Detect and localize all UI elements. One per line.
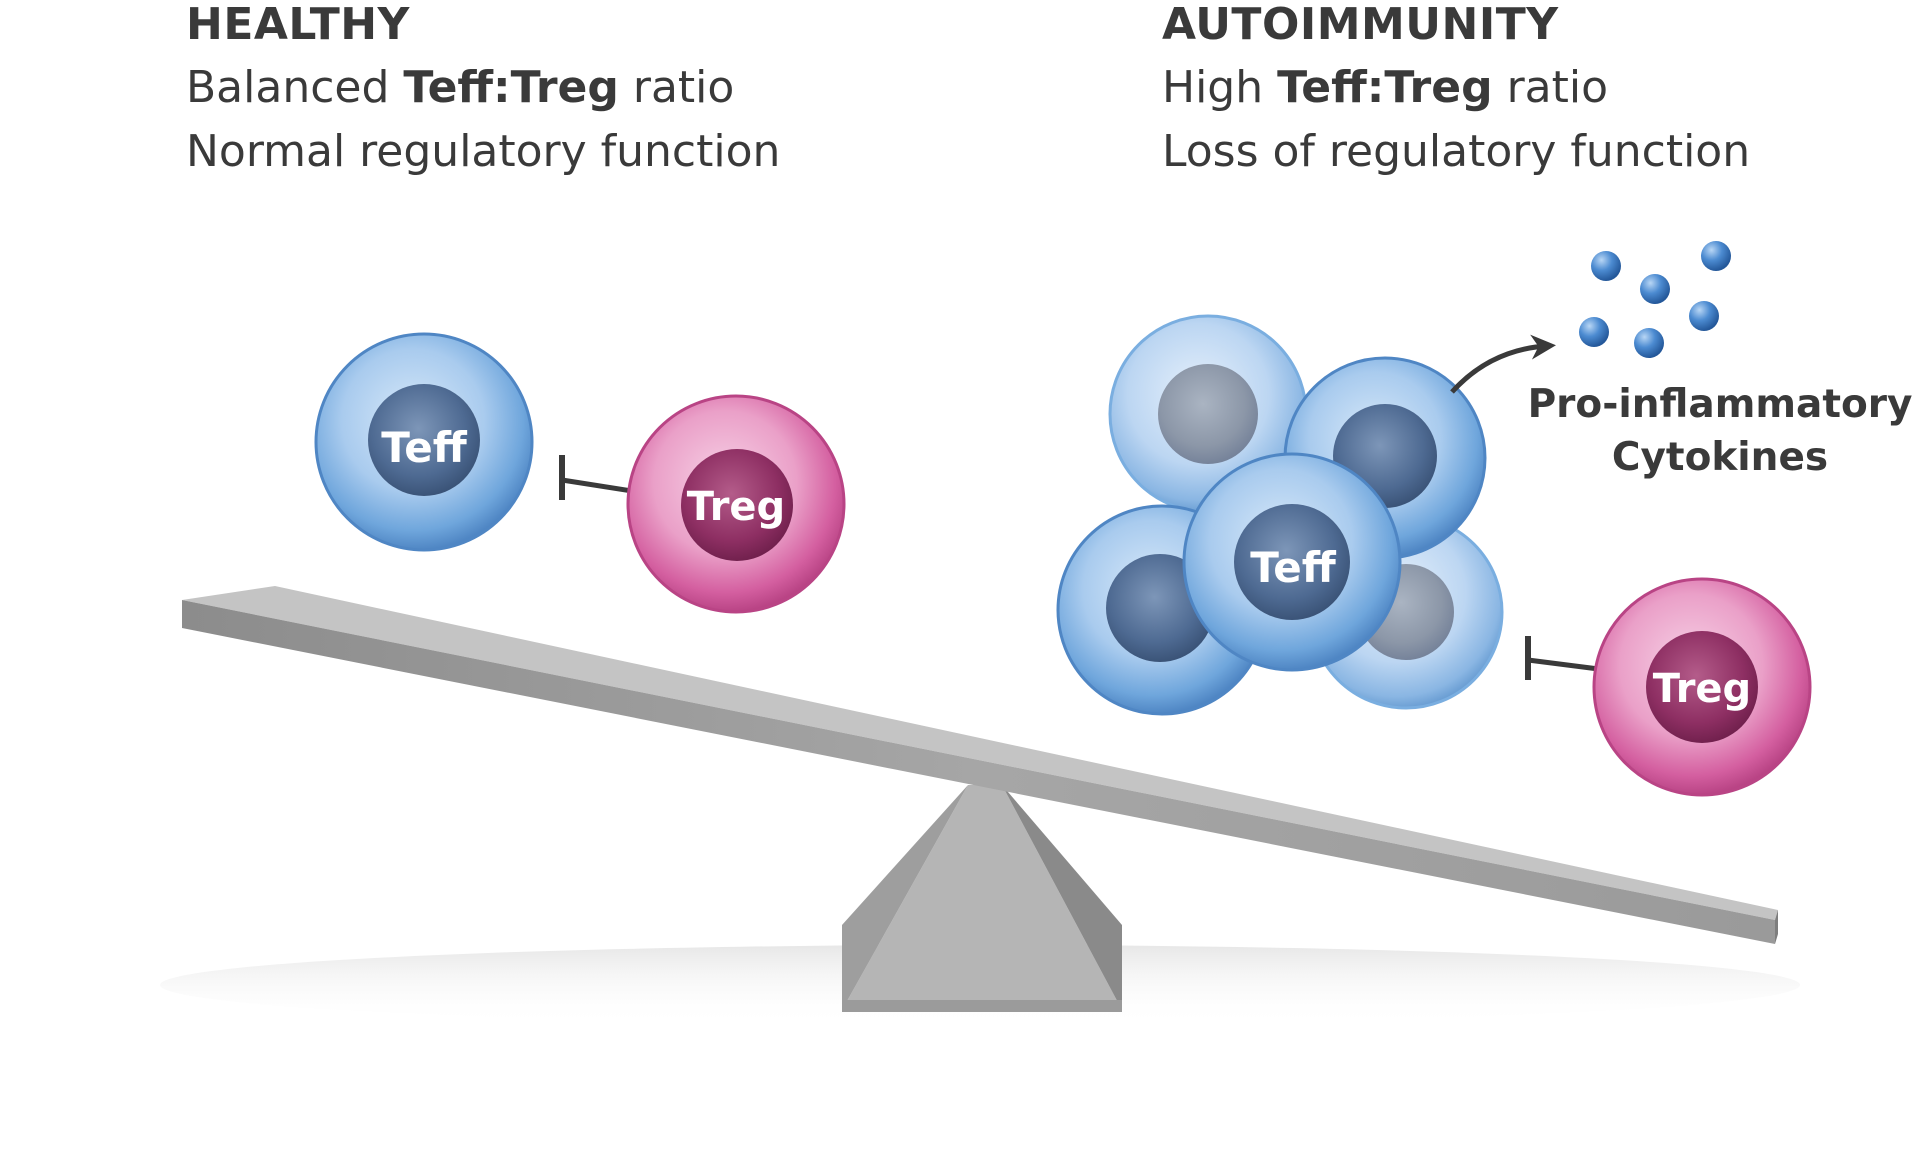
autoimmunity-teff-cluster: Teff — [1056, 314, 1504, 716]
cytokine-label-line1: Pro-inflammatory — [1528, 382, 1913, 427]
cytokine-dot — [1591, 251, 1621, 281]
cytokine-release-arrow — [1450, 334, 1556, 394]
cytokine-dot — [1640, 274, 1670, 304]
healthy-teff-label: Teff — [381, 423, 468, 472]
healthy-ratio-suffix: ratio — [618, 62, 735, 113]
autoimmunity-ratio-line: High Teff:Treg ratio — [1162, 56, 1750, 120]
autoimmunity-treg-cell: Treg — [1592, 577, 1812, 797]
healthy-treg-label: Treg — [687, 484, 785, 530]
autoimmunity-title: AUTOIMMUNITY — [1162, 0, 1559, 50]
healthy-ratio-prefix: Balanced — [186, 62, 404, 113]
healthy-teff-cell: Teff — [314, 332, 534, 552]
healthy-function-line: Normal regulatory function — [186, 126, 781, 177]
teff-cell-center: Teff — [1182, 452, 1402, 672]
healthy-title: HEALTHY — [186, 0, 410, 50]
seesaw-beam — [182, 586, 1778, 944]
healthy-ratio-line: Balanced Teff:Treg ratio — [186, 56, 780, 120]
healthy-heading: HEALTHY Balanced Teff:Treg ratio Normal … — [186, 0, 780, 184]
autoimmunity-ratio-prefix: High — [1162, 62, 1278, 113]
autoimmunity-function-line: Loss of regulatory function — [1162, 126, 1751, 177]
cytokine-dot — [1689, 301, 1719, 331]
autoimmunity-ratio-bold: Teff:Treg — [1277, 62, 1493, 113]
cytokine-label-line2: Cytokines — [1612, 435, 1828, 480]
autoimmunity-ratio-suffix: ratio — [1492, 62, 1609, 113]
healthy-treg-cell: Treg — [626, 394, 846, 614]
autoimmunity-teff-label: Teff — [1250, 543, 1337, 592]
cytokine-dot — [1701, 241, 1731, 271]
cytokine-dot — [1634, 328, 1664, 358]
healthy-ratio-bold: Teff:Treg — [403, 62, 619, 113]
cytokine-dot — [1579, 317, 1609, 347]
cytokine-particles — [1579, 241, 1731, 358]
autoimmunity-treg-label: Treg — [1653, 666, 1751, 712]
autoimmunity-heading: AUTOIMMUNITY High Teff:Treg ratio Loss o… — [1162, 0, 1750, 184]
seesaw-fulcrum — [842, 785, 1122, 1012]
